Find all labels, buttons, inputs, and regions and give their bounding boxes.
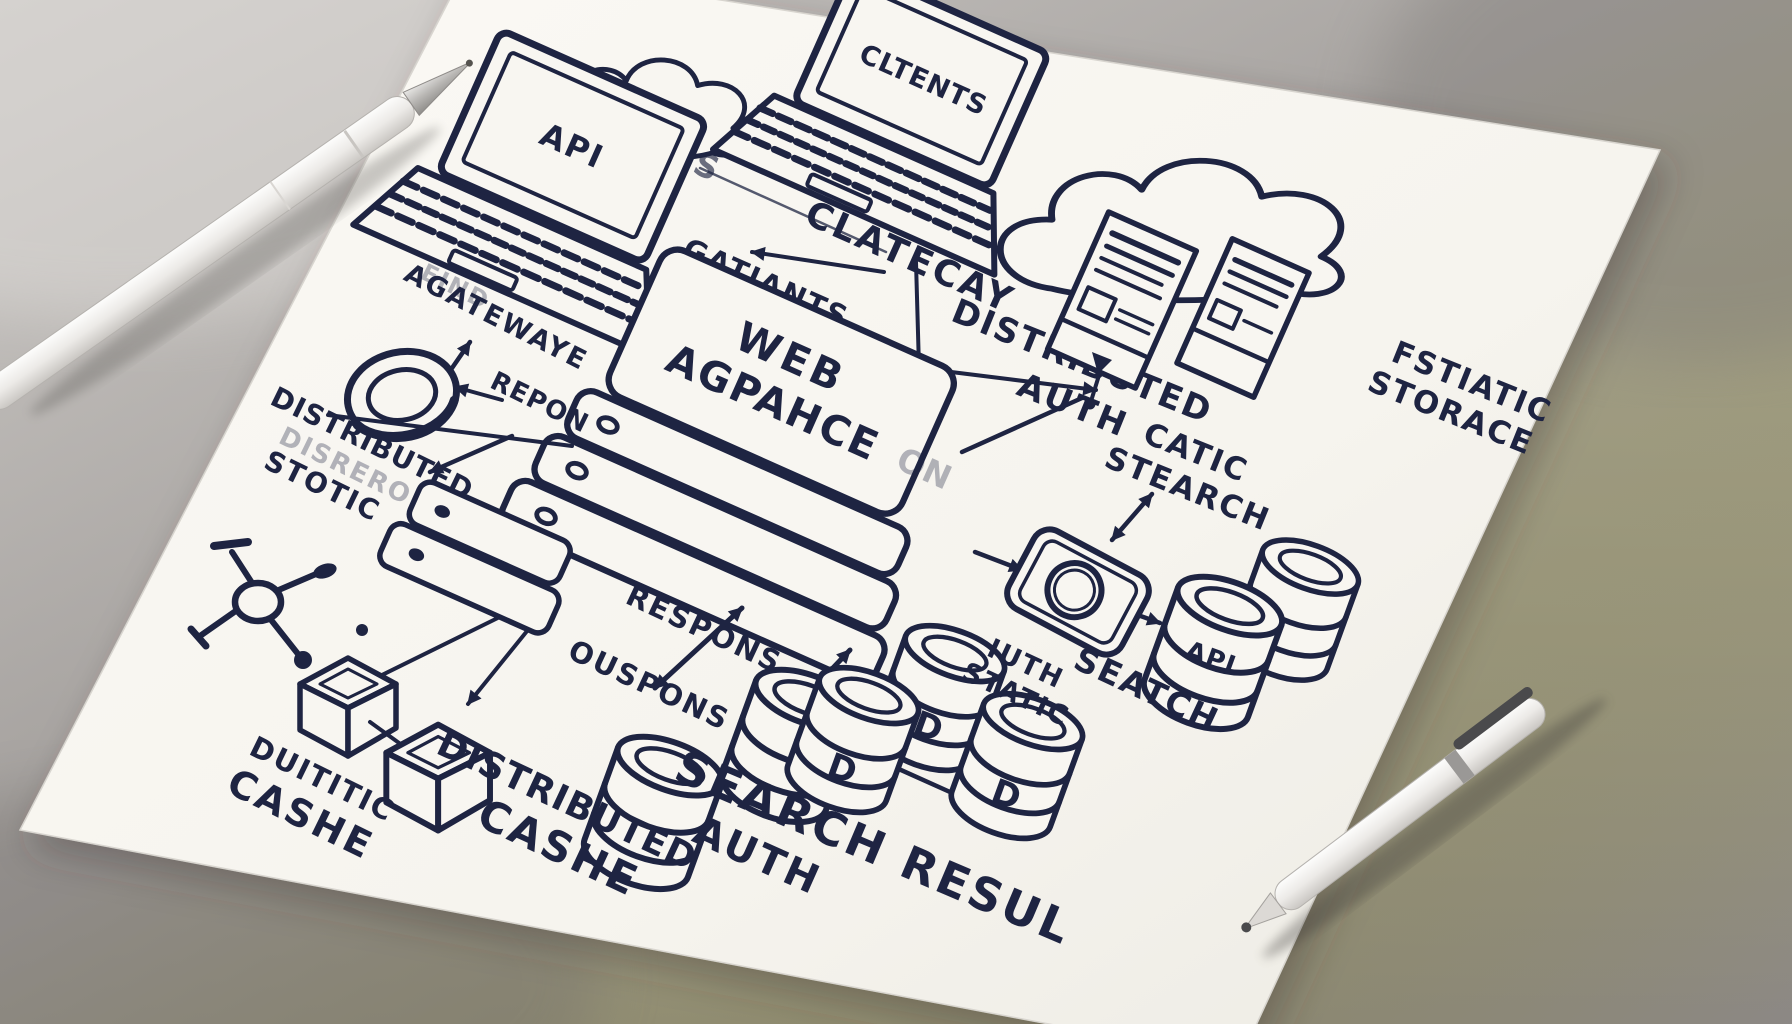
respons-double-arrow <box>652 605 745 691</box>
ring-to-ministack-arrow <box>427 433 515 475</box>
cache-cube-icon <box>383 721 493 834</box>
api-db-cylinder-icon: API <box>1140 573 1286 733</box>
cloud-to-gateway-line <box>698 166 888 254</box>
api-laptop-icon: API <box>350 29 708 360</box>
pen-top-left <box>0 59 473 415</box>
hub-node-icon <box>187 538 368 669</box>
gateway-ring-icon <box>343 347 461 443</box>
clients-laptop-icon: CLTENTS <box>709 0 1050 278</box>
storage-cloud-drip-mark <box>1084 352 1112 410</box>
browser-panel-icon <box>1174 236 1312 400</box>
repon-arrow <box>453 383 504 402</box>
browser-panel-icon <box>1044 209 1200 391</box>
mini-server-stack-icon <box>377 479 573 636</box>
server-to-token-arrow <box>972 549 1025 573</box>
pen-bottom-right <box>1241 686 1607 959</box>
auth-db-cylinder-icon <box>580 733 726 893</box>
search-db-cylinder-icon: D <box>784 664 922 816</box>
search-db-cylinder-icon: D <box>948 690 1086 842</box>
server-to-auth-line <box>959 395 1085 455</box>
gateway-to-api-laptop-arrow <box>750 246 886 274</box>
web-server-stack-icon: WEB AGPAHCE ON <box>498 246 958 686</box>
auth-token-icon <box>1004 526 1152 658</box>
ring-strike-line <box>326 413 574 448</box>
token-to-auth-double-arrow <box>1109 491 1155 543</box>
cache-cube-icon <box>297 655 399 759</box>
